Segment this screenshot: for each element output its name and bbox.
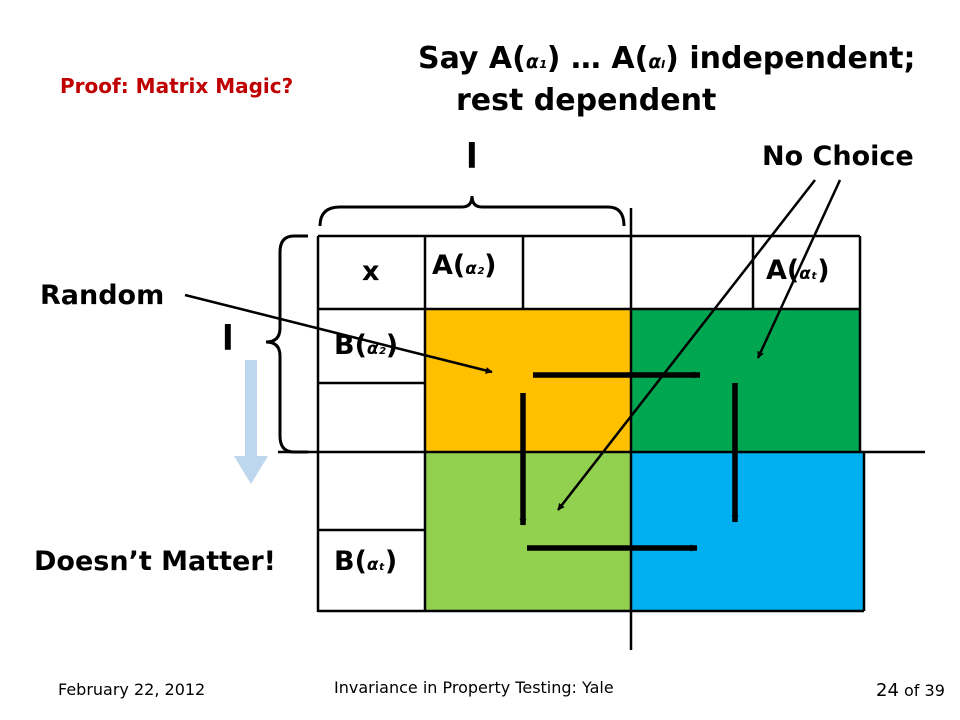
alpha-t-symbol: αₜ	[366, 554, 385, 574]
headline-line-1: Say A(α₁) … A(αₗ) independent;	[418, 44, 915, 74]
no-choice-arrow-2	[557, 179, 816, 511]
row-label-b-alpha-2: B(α₂)	[334, 332, 398, 359]
top-brace	[318, 195, 626, 227]
footer-page: 24 of 39	[876, 682, 945, 700]
label-part: )	[484, 250, 497, 281]
light-green-block	[425, 452, 631, 610]
matrix-corner-x: x	[362, 256, 380, 287]
headline-part: Say A(	[418, 41, 526, 76]
headline-line-2: rest dependent	[456, 83, 717, 118]
footer-date: February 22, 2012	[58, 680, 206, 699]
headline-part: ) independent;	[665, 41, 916, 76]
no-choice-label: No Choice	[762, 141, 914, 172]
random-label: Random	[40, 280, 165, 311]
alpha-2-symbol: α₂	[366, 338, 386, 358]
left-brace-label: l	[222, 319, 234, 359]
slide-title: Proof: Matrix Magic?	[60, 74, 294, 98]
page-total: of 39	[904, 681, 945, 700]
label-part: A(	[432, 250, 466, 281]
alpha-1-symbol: α₁	[525, 52, 547, 73]
orange-block	[425, 309, 631, 452]
label-part: A(	[766, 255, 800, 286]
column-label-a-alpha-t: A(αₜ)	[766, 257, 830, 284]
matrix-grid	[278, 208, 925, 650]
alpha-t-symbol: αₜ	[799, 263, 818, 283]
random-arrow	[184, 293, 493, 374]
doesnt-matter-label: Doesn’t Matter!	[34, 546, 276, 577]
label-part: )	[385, 330, 399, 361]
alpha-2-symbol: α₂	[465, 258, 485, 278]
page-number: 24	[876, 680, 899, 701]
light-blue-down-arrow	[234, 360, 268, 484]
label-part: )	[817, 255, 830, 286]
no-choice-arrow-1	[756, 179, 842, 359]
top-brace-label: l	[466, 137, 478, 177]
blue-block	[631, 452, 864, 610]
alpha-l-symbol: αₗ	[648, 52, 666, 73]
row-label-b-alpha-t: B(αₜ)	[334, 548, 397, 575]
thick-arrows	[519, 371, 739, 552]
pointer-arrows	[184, 179, 842, 511]
label-part: B(	[334, 546, 367, 577]
footer-center: Invariance in Property Testing: Yale	[334, 678, 614, 697]
headline-part: ) … A(	[546, 41, 649, 76]
label-part: B(	[334, 330, 367, 361]
left-brace	[265, 234, 308, 454]
label-part: )	[384, 546, 398, 577]
column-label-a-alpha-2: A(α₂)	[432, 252, 496, 279]
dark-green-block	[631, 309, 860, 452]
